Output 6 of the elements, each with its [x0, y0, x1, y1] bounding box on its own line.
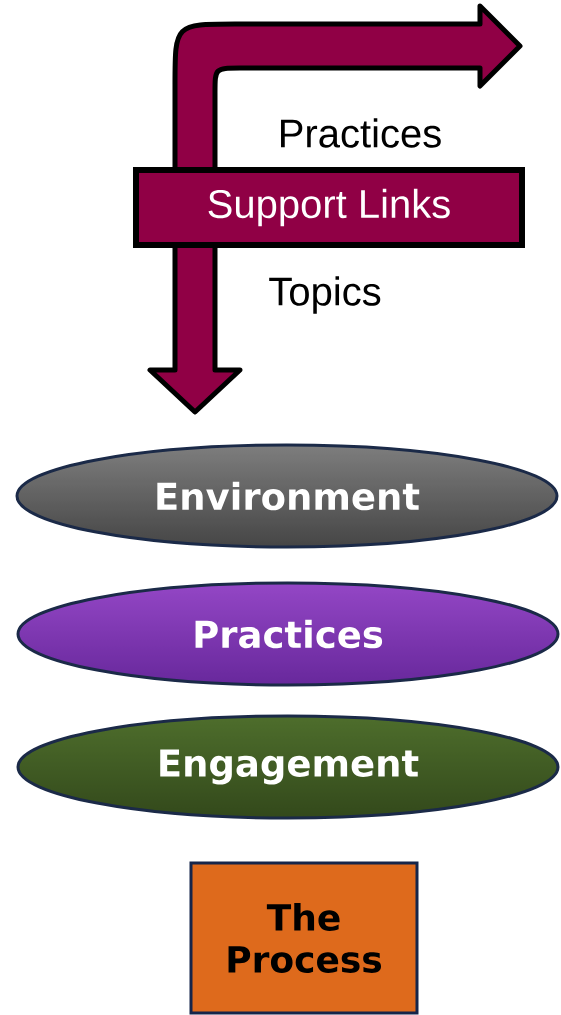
oval-band: Environment [15, 443, 559, 549]
oval-band: Practices [16, 581, 560, 687]
banner-box: Support Links [133, 167, 525, 248]
arrow-label: Practices [276, 117, 444, 149]
process-box: The Process [189, 861, 419, 1015]
oval-band: Engagement [16, 714, 560, 820]
